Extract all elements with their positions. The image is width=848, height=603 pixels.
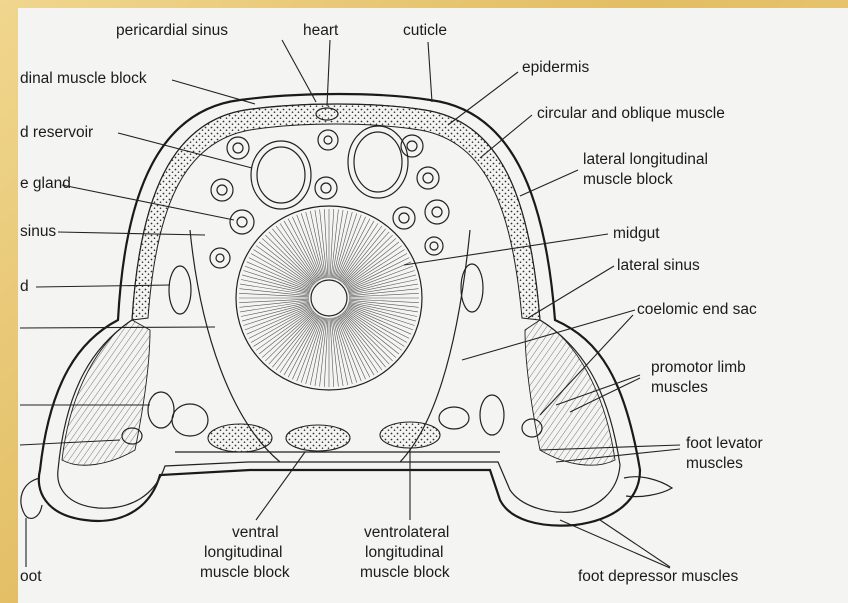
- label-ventral-3: muscle block: [200, 564, 290, 581]
- glands: [210, 130, 449, 268]
- label-ventral-1: ventral: [232, 524, 279, 541]
- label-foot-depressor: foot depressor muscles: [578, 568, 738, 585]
- body-outline: [39, 94, 640, 526]
- label-coelomic-end-sac: coelomic end sac: [637, 301, 757, 318]
- right-reservoir: [348, 126, 408, 198]
- label-foot-levator-2: muscles: [686, 455, 743, 472]
- label-heart: heart: [303, 22, 339, 39]
- label-longitudinal-muscle-block: dinal muscle block: [20, 70, 147, 87]
- label-ventrolateral-1: ventrolateral: [364, 524, 449, 541]
- right-lateral-oval: [461, 264, 483, 312]
- label-midgut: midgut: [613, 225, 660, 242]
- right-foot: [624, 477, 672, 497]
- label-ventrolateral-3: muscle block: [360, 564, 450, 581]
- label-foot: oot: [20, 568, 42, 585]
- label-gland: e gland: [20, 175, 71, 192]
- ventral-blocks: [208, 422, 440, 452]
- label-d: d: [20, 278, 29, 295]
- label-circular-oblique-muscle: circular and oblique muscle: [537, 105, 725, 122]
- label-ventral-2: longitudinal: [204, 544, 282, 561]
- label-lateral-longitudinal-1: lateral longitudinal: [583, 151, 708, 168]
- right-limb-muscles: [525, 320, 615, 465]
- label-pericardial-sinus: pericardial sinus: [116, 22, 228, 39]
- label-lateral-longitudinal-2: muscle block: [583, 171, 673, 188]
- label-epidermis: epidermis: [522, 59, 589, 76]
- left-lateral-oval: [169, 266, 191, 314]
- label-promotor-1: promotor limb: [651, 359, 746, 376]
- label-cuticle: cuticle: [403, 22, 447, 39]
- label-lateral-sinus: lateral sinus: [617, 257, 700, 274]
- label-reservoir: d reservoir: [20, 124, 93, 141]
- label-promotor-2: muscles: [651, 379, 708, 396]
- midgut-shape: [236, 206, 422, 390]
- label-sinus: sinus: [20, 223, 56, 240]
- label-ventrolateral-2: longitudinal: [365, 544, 443, 561]
- left-reservoir: [251, 141, 311, 209]
- label-foot-levator-1: foot levator: [686, 435, 763, 452]
